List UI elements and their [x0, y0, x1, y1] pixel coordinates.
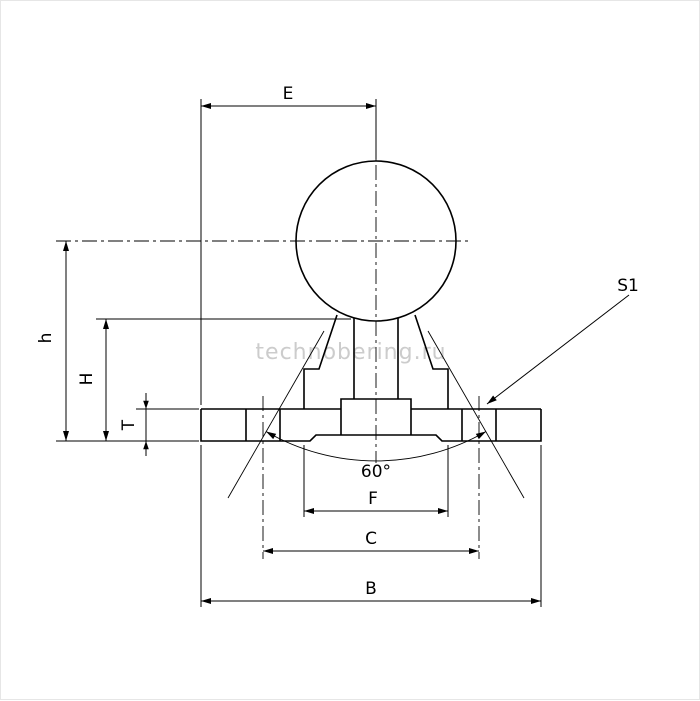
dim-label-H: H — [77, 373, 97, 386]
centerlines — [56, 139, 480, 559]
angle-line-left — [227, 330, 325, 499]
extension-lines — [56, 99, 542, 607]
part-outline — [200, 160, 542, 442]
angle-arc — [265, 431, 487, 462]
dim-arrow-T-bottom — [143, 441, 149, 450]
leader-line-S1 — [486, 294, 630, 405]
neck-outline — [353, 318, 399, 399]
angle-line-right — [427, 330, 525, 499]
dim-label-angle: 60° — [361, 462, 391, 482]
cone-left-outline — [303, 314, 338, 409]
dim-label-h: h — [36, 333, 56, 344]
dim-label-F: F — [368, 489, 378, 509]
base-plate-outline — [200, 408, 542, 442]
watermark-text: technobering.ru — [255, 340, 446, 365]
dim-label-S1: S1 — [617, 276, 639, 296]
dim-label-B: B — [365, 579, 377, 599]
dim-label-E: E — [283, 84, 294, 104]
dimension-labels: E h H T S1 60° F C B — [36, 84, 639, 599]
cone-right-outline — [414, 314, 449, 409]
dim-label-T: T — [119, 419, 139, 431]
dimension-lines — [63, 103, 630, 604]
angle-construction — [227, 330, 525, 499]
dim-label-C: C — [365, 529, 377, 549]
dim-arrow-T-top — [143, 400, 149, 409]
